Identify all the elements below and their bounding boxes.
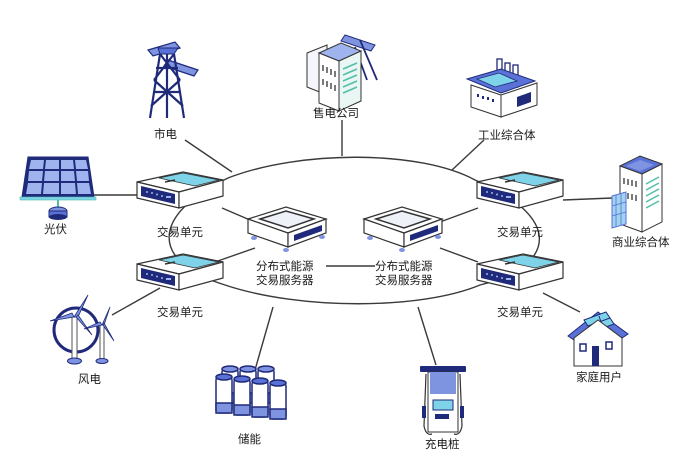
label-server-1-line1: 分布式能源 <box>256 259 314 273</box>
label-trade-unit-3: 交易单元 <box>497 225 543 239</box>
trade-unit-device <box>476 253 564 291</box>
trade-unit-device-icon <box>476 253 564 291</box>
solar-panel-icon <box>19 156 97 220</box>
label-server-2: 分布式能源 交易服务器 <box>375 259 433 287</box>
link-unit1-server1 <box>221 207 251 221</box>
label-industrial: 工业综合体 <box>478 128 536 142</box>
trade-unit-device-icon <box>136 171 224 209</box>
link-commercial <box>562 197 613 201</box>
label-server-1-line2: 交易服务器 <box>256 273 314 287</box>
label-trade-unit-4: 交易单元 <box>497 305 543 319</box>
server-device <box>246 206 328 252</box>
battery-storage-icon <box>215 365 287 420</box>
commercial-building-icon <box>611 155 664 233</box>
label-power-company: 售电公司 <box>313 106 359 120</box>
connection-lines <box>92 120 613 371</box>
link-household <box>542 292 581 313</box>
link-industrial <box>451 139 485 171</box>
label-city-grid: 市电 <box>154 127 177 141</box>
label-server-1: 分布式能源 交易服务器 <box>256 259 314 287</box>
link-server2-unit4 <box>439 247 479 263</box>
label-storage: 储能 <box>238 432 261 446</box>
trade-unit-device <box>476 171 564 209</box>
office-building-icon <box>306 34 378 112</box>
label-household: 家庭用户 <box>576 370 622 384</box>
label-solar: 光伏 <box>44 222 67 236</box>
trade-unit-device-icon <box>476 171 564 209</box>
label-charger: 充电桩 <box>425 437 460 451</box>
link-charger <box>417 306 437 366</box>
transmission-tower-icon <box>146 41 199 119</box>
link-city-grid <box>184 139 233 173</box>
server-device <box>362 206 444 252</box>
trade-unit-device-icon <box>136 253 224 291</box>
label-trade-unit-2: 交易单元 <box>157 305 203 319</box>
wind-turbine-icon <box>49 294 115 365</box>
factory-icon <box>465 58 538 118</box>
server-icon <box>246 206 328 252</box>
server-icon <box>362 206 444 252</box>
ev-charger-icon <box>420 366 466 435</box>
label-wind: 风电 <box>78 372 101 386</box>
label-server-2-line2: 交易服务器 <box>375 273 433 287</box>
link-storage <box>254 306 274 371</box>
link-unit2-server1 <box>214 247 256 263</box>
trade-unit-device <box>136 171 224 209</box>
label-server-2-line1: 分布式能源 <box>375 259 433 273</box>
link-wind <box>111 287 161 316</box>
link-server2-unit3 <box>439 207 479 223</box>
label-trade-unit-1: 交易单元 <box>157 225 203 239</box>
house-icon <box>567 311 629 367</box>
label-commercial: 商业综合体 <box>612 235 670 249</box>
trade-unit-device <box>136 253 224 291</box>
